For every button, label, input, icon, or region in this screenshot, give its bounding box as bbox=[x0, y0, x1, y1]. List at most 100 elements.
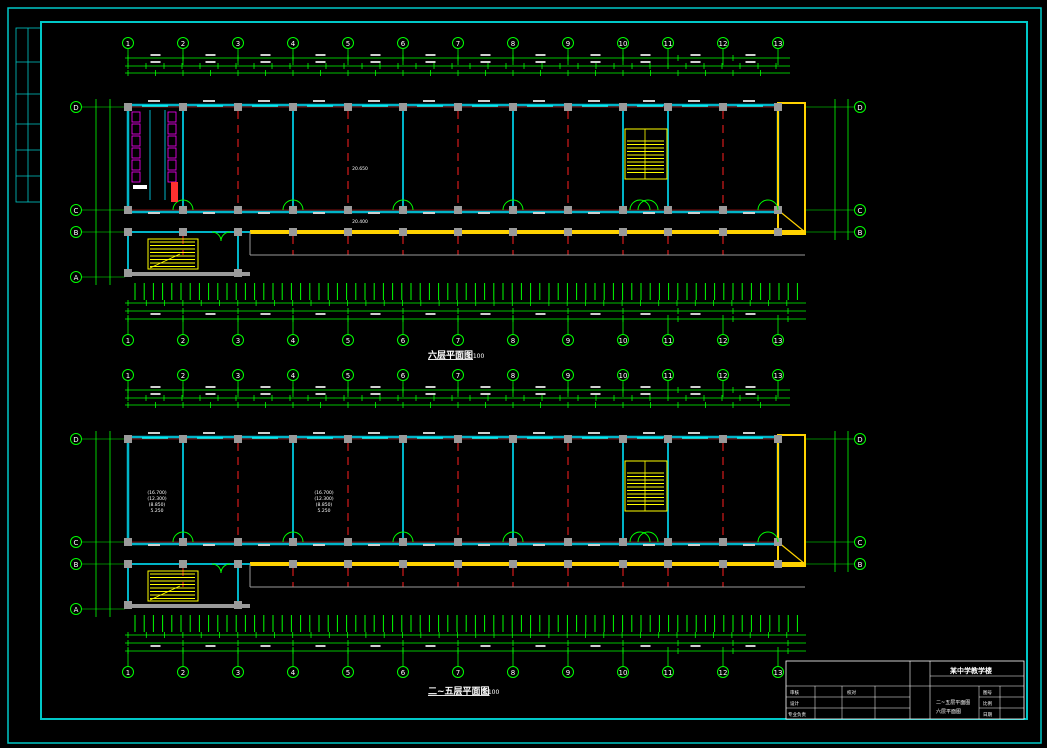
end-corridor-diag bbox=[777, 209, 806, 233]
window-label bbox=[258, 432, 270, 434]
axis-bubble-top bbox=[177, 37, 189, 49]
window-label bbox=[688, 432, 700, 434]
column bbox=[344, 228, 352, 236]
column bbox=[124, 206, 132, 214]
door-swing bbox=[502, 199, 514, 211]
door-swing bbox=[629, 199, 641, 211]
axis-bubble-bottom bbox=[397, 666, 409, 678]
dimension-text bbox=[535, 645, 546, 647]
toilet-stall bbox=[167, 135, 177, 147]
dimension-text bbox=[205, 313, 216, 315]
column bbox=[664, 538, 672, 546]
axis-bubble-top bbox=[452, 369, 464, 381]
dimension-text bbox=[480, 393, 491, 395]
axis-bubble-bottom-label: 10 bbox=[619, 669, 628, 677]
plan-scale-top: 1:100 bbox=[467, 353, 484, 360]
axis-bubble-left-label: C bbox=[74, 539, 79, 547]
dimension-text bbox=[480, 61, 491, 63]
axis-bubble-top-label: 2 bbox=[181, 40, 185, 48]
window-label bbox=[643, 432, 655, 434]
stair-block-base bbox=[128, 604, 250, 608]
column bbox=[454, 206, 462, 214]
axis-bubble-top bbox=[342, 369, 354, 381]
dimension-text bbox=[205, 61, 216, 63]
door-swing bbox=[402, 199, 414, 211]
axis-bubble-bottom-label: 10 bbox=[619, 337, 628, 345]
title-block-label-7: 日期 bbox=[983, 712, 992, 718]
column bbox=[399, 103, 407, 111]
axis-bubble-left-label: D bbox=[73, 436, 78, 444]
column bbox=[289, 228, 297, 236]
column bbox=[619, 206, 627, 214]
dimension-text bbox=[745, 393, 756, 395]
axis-bubble-bottom-label: 13 bbox=[774, 669, 783, 677]
stair-outline bbox=[624, 460, 668, 512]
axis-bubble-top-label: 7 bbox=[456, 372, 460, 380]
axis-bubble-bottom-label: 12 bbox=[719, 337, 728, 345]
column bbox=[664, 103, 672, 111]
column bbox=[719, 538, 727, 546]
dimension-text bbox=[205, 393, 216, 395]
dimension-text bbox=[150, 61, 161, 63]
door-swing bbox=[172, 199, 184, 211]
toilet-stall bbox=[167, 159, 177, 171]
axis-bubble-bottom bbox=[177, 666, 189, 678]
window-label bbox=[423, 432, 435, 434]
column bbox=[619, 560, 627, 568]
axis-bubble-bottom-label: 11 bbox=[664, 337, 673, 345]
dimension-text bbox=[370, 393, 381, 395]
column bbox=[454, 435, 462, 443]
axis-bubble-top-label: 4 bbox=[291, 372, 296, 380]
window-label bbox=[258, 100, 270, 102]
column bbox=[509, 228, 517, 236]
dimension-text bbox=[590, 386, 601, 388]
door-swing bbox=[647, 531, 659, 543]
column bbox=[234, 538, 242, 546]
plan-note: 5.250 bbox=[151, 508, 164, 514]
dimension-text bbox=[260, 61, 271, 63]
axis-bubble-bottom-label: 3 bbox=[236, 337, 240, 345]
column bbox=[454, 560, 462, 568]
axis-bubble-bottom-label: 12 bbox=[719, 669, 728, 677]
axis-bubble-top bbox=[397, 37, 409, 49]
axis-bubble-top bbox=[617, 37, 629, 49]
title-block: 某中学教学楼 二~五层平面图 六层平面图 审核 设计 校对 专业负责 图号 比例… bbox=[785, 660, 1025, 720]
door-swing bbox=[647, 199, 659, 211]
dimension-text bbox=[590, 313, 601, 315]
dimension-text bbox=[315, 393, 326, 395]
dimension-text bbox=[315, 645, 326, 647]
axis-bubble-top bbox=[397, 369, 409, 381]
window-label bbox=[368, 100, 380, 102]
door-swing bbox=[629, 531, 641, 543]
column bbox=[509, 560, 517, 568]
axis-bubble-top bbox=[452, 37, 464, 49]
window-label bbox=[588, 432, 600, 434]
dimension-text bbox=[690, 61, 701, 63]
axis-bubble-right bbox=[854, 558, 866, 570]
axis-bubble-top-label: 8 bbox=[511, 372, 515, 380]
column bbox=[399, 560, 407, 568]
end-corridor bbox=[777, 102, 806, 235]
window-label bbox=[743, 100, 755, 102]
axis-bubble-right bbox=[854, 204, 866, 216]
axis-bubble-left-label: C bbox=[74, 207, 79, 215]
door-swing bbox=[392, 531, 404, 543]
door-swing bbox=[637, 199, 649, 211]
dimension-text bbox=[260, 393, 271, 395]
dimension-text bbox=[745, 645, 756, 647]
axis-bubble-left bbox=[70, 271, 82, 283]
axis-bubble-top-label: 3 bbox=[236, 40, 240, 48]
column bbox=[564, 206, 572, 214]
column bbox=[664, 435, 672, 443]
column bbox=[124, 560, 132, 568]
title-block-label-5: 图号 bbox=[983, 690, 992, 696]
column bbox=[509, 206, 517, 214]
dimension-text bbox=[590, 61, 601, 63]
axis-bubble-top bbox=[562, 37, 574, 49]
door-swing bbox=[220, 563, 231, 574]
window-label bbox=[423, 100, 435, 102]
axis-bubble-top bbox=[772, 37, 784, 49]
door-swing bbox=[211, 231, 222, 242]
door-swing bbox=[402, 531, 414, 543]
door-swing bbox=[292, 199, 304, 211]
